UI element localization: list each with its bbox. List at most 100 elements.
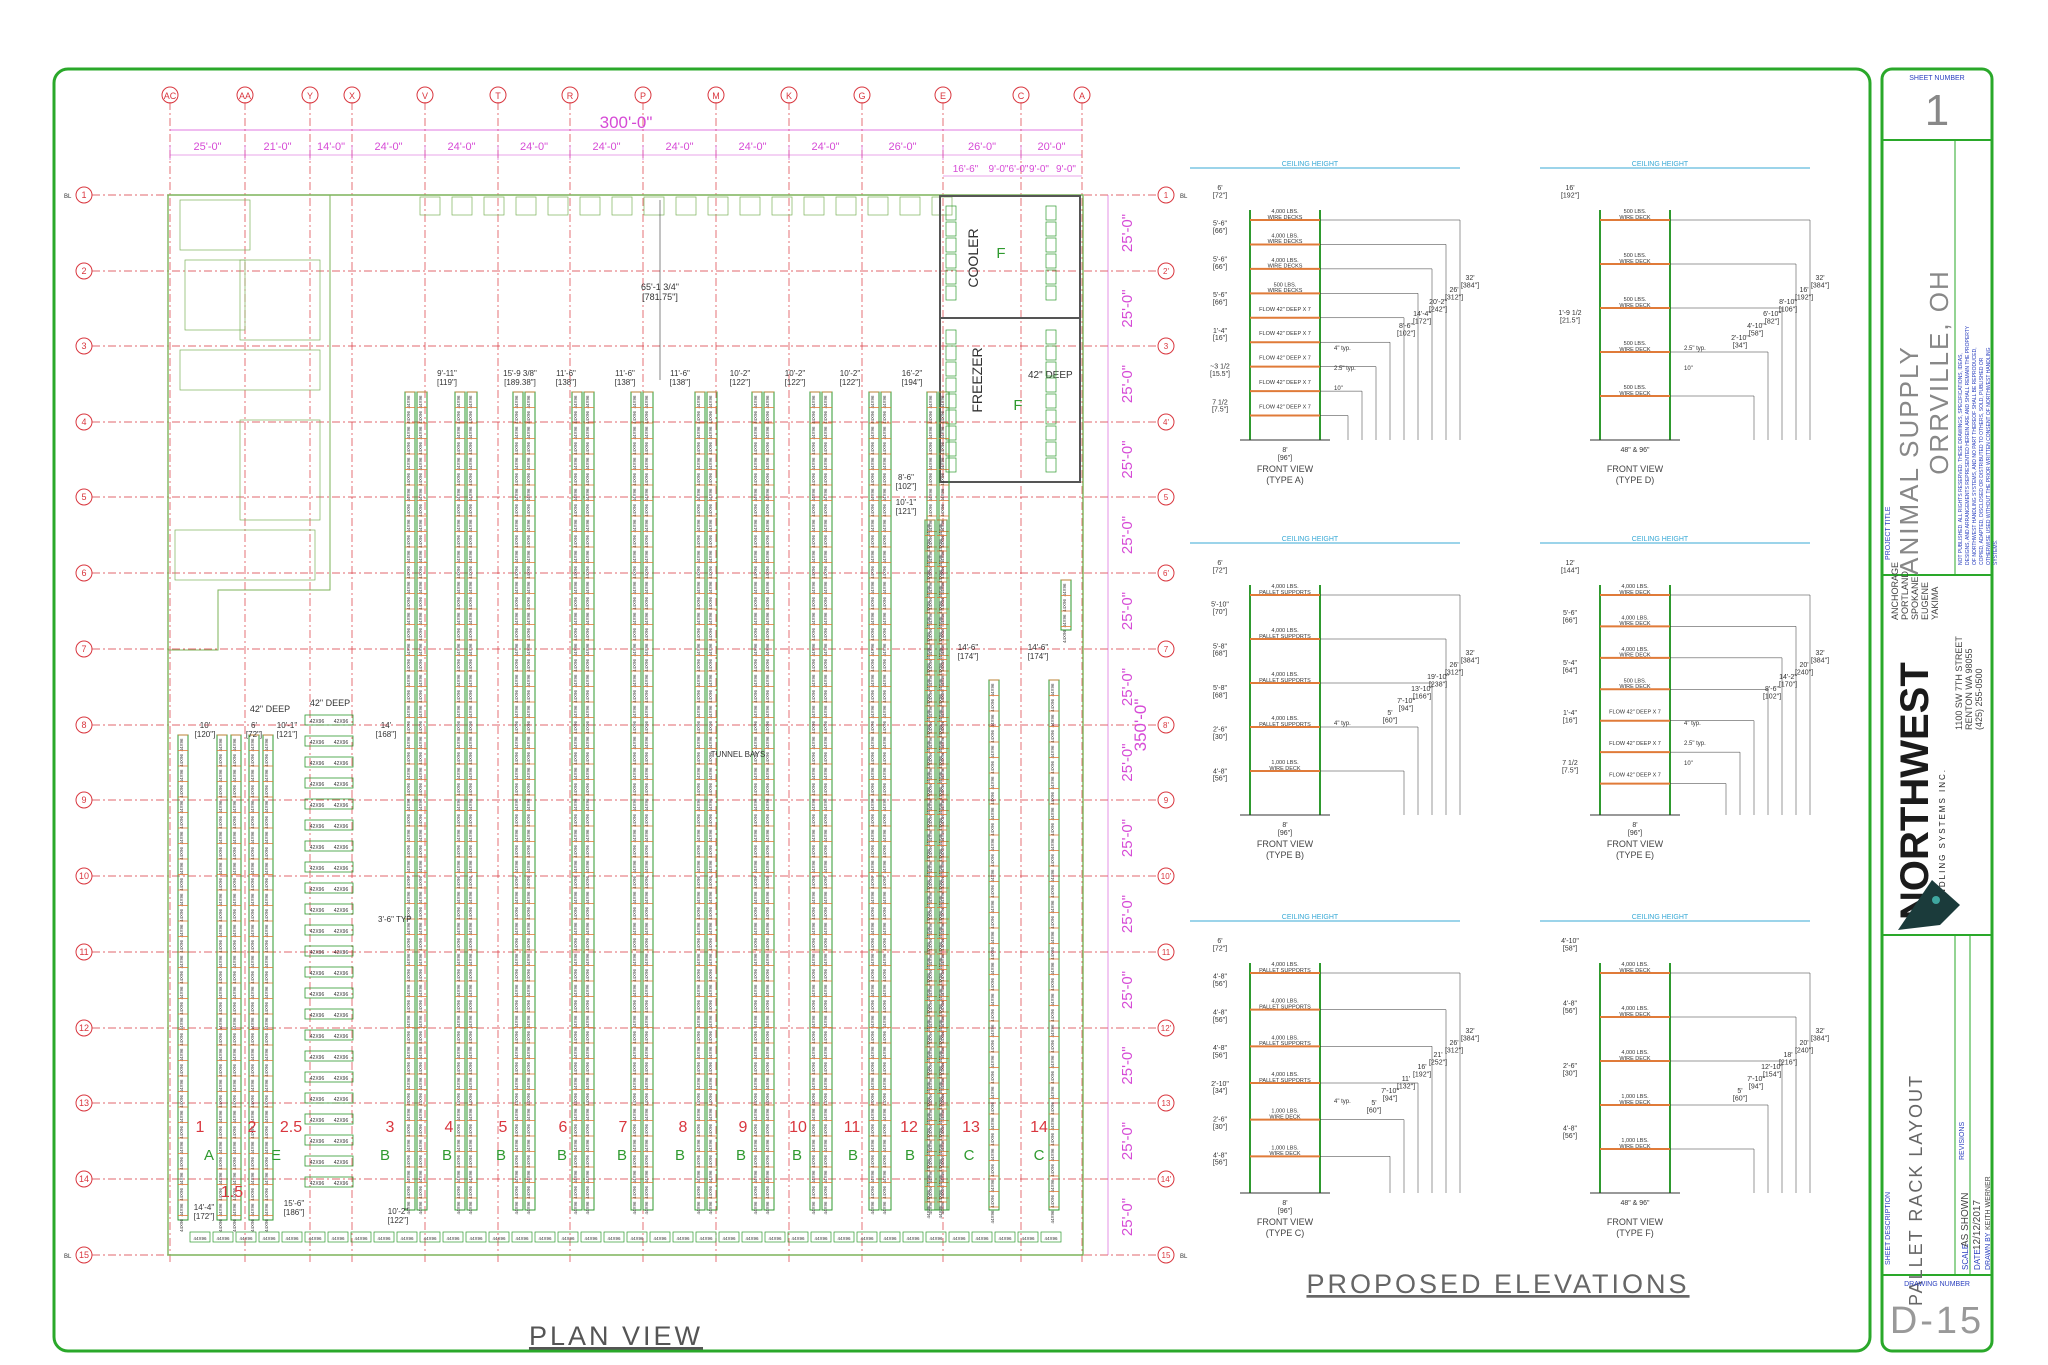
- rack-tag: 44X96: [468, 953, 473, 967]
- revisions-label: REVISIONS: [1959, 1122, 1966, 1160]
- rack-tag: 44X96: [882, 410, 887, 424]
- rack-tag: 44X96: [882, 395, 887, 409]
- left-dimension: 1'-4"[16"]: [1563, 710, 1578, 724]
- flow-rack-tag: 42X96: [334, 950, 349, 956]
- level-load-label-line: 4,000 LBS.: [1271, 584, 1299, 590]
- rack-tag: 44X96: [632, 813, 637, 827]
- rack-tag: 44X96: [573, 813, 578, 827]
- rack-tag: 44X96: [990, 1055, 995, 1069]
- rack-tag: 44X96: [870, 813, 875, 827]
- drawing-number-label: DRAWING NUMBER: [1904, 1281, 1970, 1288]
- rack-tag: 44X96: [882, 860, 887, 874]
- rack-tag: 44X96: [456, 426, 461, 440]
- rack-tag: 44X96: [179, 970, 184, 984]
- rack-tag: 44X96: [526, 1061, 531, 1075]
- level-load-label-line: PALLET SUPPORTS: [1259, 678, 1311, 684]
- rack-tag: 44X96: [811, 1030, 816, 1044]
- rack-tag: 44X96: [406, 1061, 411, 1075]
- rack-tag: 44X96: [765, 891, 770, 905]
- rack-tag: 44X96: [526, 1077, 531, 1091]
- right-dimension: 12'-10"[154"]: [1761, 1064, 1783, 1078]
- rack-tag: 44X96: [232, 908, 237, 922]
- flow-rack: [304, 840, 354, 852]
- rack-tag: 44X96: [940, 720, 945, 734]
- rack-type-label: F: [1013, 397, 1022, 414]
- level-load-label-line: 500 LBS.: [1624, 385, 1647, 391]
- rack-tag: 44X96: [468, 922, 473, 936]
- perimeter-rack-tag: 44X96: [216, 1236, 230, 1241]
- rack-tag: 44X96: [940, 1201, 945, 1215]
- rack-tag: 44X96: [573, 1154, 578, 1168]
- rack-tag: 44X96: [526, 658, 531, 672]
- rack-tag: 44X96: [823, 720, 828, 734]
- right-dimension-line: [102"]: [1397, 330, 1415, 337]
- rack-tag: 44X96: [418, 441, 423, 455]
- rack-tag: 44X96: [696, 1139, 701, 1153]
- freezer-rack: [1045, 329, 1057, 345]
- rack-tag: 44X96: [938, 879, 943, 893]
- rack-tag: 44X96: [644, 860, 649, 874]
- aisle-rack-type: B: [792, 1147, 802, 1164]
- rack-tag: 44X96: [406, 565, 411, 579]
- level-load-label-line: WIRE DECK: [1269, 1114, 1301, 1120]
- rack-tag: 44X96: [632, 829, 637, 843]
- rack-tag: 44X96: [708, 937, 713, 951]
- rack-tag: 44X96: [765, 1015, 770, 1029]
- grid-column-label: M: [712, 91, 720, 101]
- grid-column-label: C: [1018, 91, 1025, 101]
- rack-tag: 44X96: [406, 1108, 411, 1122]
- rack-tag: 44X96: [573, 596, 578, 610]
- rack-tag: 44X96: [526, 689, 531, 703]
- right-dimension-line: [216"]: [1779, 1059, 1797, 1066]
- rack-tag: 44X96: [418, 736, 423, 750]
- dock-door: [739, 196, 761, 216]
- rack-tag: 44X96: [882, 782, 887, 796]
- frame-width-dimension: 48" & 96": [1620, 1200, 1650, 1207]
- rack-tag: 44X96: [708, 643, 713, 657]
- rack-tag: 44X96: [938, 941, 943, 955]
- rack-tag: 44X96: [938, 1127, 943, 1141]
- rack-tag: 44X96: [940, 410, 945, 424]
- rack-tag: 44X96: [632, 596, 637, 610]
- aisle-dimension: [174"]: [1028, 652, 1049, 661]
- rack-tag: 44X96: [526, 534, 531, 548]
- rack-tag: 44X96: [823, 705, 828, 719]
- freezer-rack: [945, 457, 957, 473]
- rack-tag: 44X96: [250, 1141, 255, 1155]
- rack-tag: 44X96: [940, 782, 945, 796]
- rack-tag: 44X96: [696, 689, 701, 703]
- rack-tag: 44X96: [882, 689, 887, 703]
- rack-tag: 44X96: [823, 503, 828, 517]
- rack-tag: 44X96: [573, 720, 578, 734]
- level-load-label-line: PALLET SUPPORTS: [1259, 1078, 1311, 1084]
- level-load-label-line: 4,000 LBS.: [1271, 962, 1299, 968]
- aisle-dimension: [121"]: [896, 507, 917, 516]
- level-load-label: 4,000 LBS.WIRE DECK: [1619, 647, 1651, 659]
- rack-tag: 44X96: [708, 1123, 713, 1137]
- rack-tag: 44X96: [250, 831, 255, 845]
- drawn-by-value: KEITH WERNER: [1985, 1176, 1992, 1230]
- rack-tag: 44X96: [765, 1170, 770, 1184]
- rack-tag: 44X96: [990, 993, 995, 1007]
- rack-tag: 44X96: [573, 922, 578, 936]
- rack-tag: 44X96: [264, 939, 269, 953]
- rack-tag: 44X96: [870, 441, 875, 455]
- cooler-label: COOLER: [965, 228, 981, 287]
- rack-tag: 44X96: [218, 893, 223, 907]
- rack-tag: 44X96: [514, 705, 519, 719]
- rack-tag: 44X96: [811, 829, 816, 843]
- rack-tag: 44X96: [573, 999, 578, 1013]
- bay-width-dimension: 24'-0": [374, 141, 402, 153]
- rack-tag: 44X96: [632, 1185, 637, 1199]
- rack-tag: 44X96: [882, 1046, 887, 1060]
- rack-tag: 44X96: [232, 784, 237, 798]
- level-load-label-line: WIRE DECK: [1619, 653, 1651, 659]
- rack-tag: 44X96: [940, 1061, 945, 1075]
- right-dimension: 32'[384"]: [1811, 650, 1829, 664]
- rack-tag: 44X96: [811, 984, 816, 998]
- date-label: DATE: [1973, 1249, 1982, 1270]
- rack-tag: 44X96: [938, 538, 943, 552]
- rack-tag: 44X96: [526, 1015, 531, 1029]
- rack-tag: 44X96: [870, 503, 875, 517]
- rack-tag: 44X96: [585, 1201, 590, 1215]
